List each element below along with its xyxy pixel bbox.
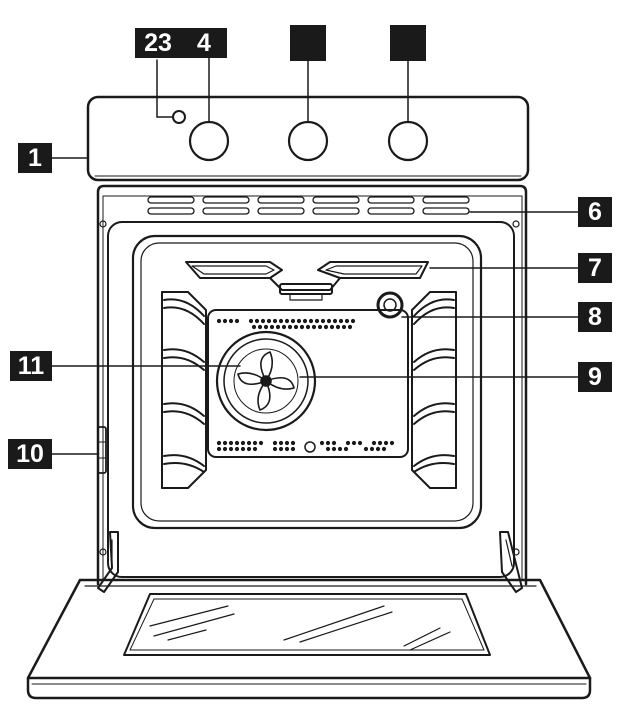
door-latch — [97, 426, 107, 474]
callout-label-4: 4 — [181, 28, 227, 58]
oven-cavity-inner — [140, 242, 474, 522]
oven-door — [26, 578, 592, 700]
callout-label-2-3: 23 — [135, 28, 181, 58]
callout-label-1: 1 — [18, 143, 52, 173]
oven-body-inner-edge — [102, 195, 523, 581]
callout-label-4-text: 4 — [197, 29, 211, 57]
door-glass — [123, 593, 491, 656]
top-heating-element — [185, 261, 429, 301]
right-door-hinge — [499, 531, 523, 593]
indicator-light — [172, 110, 186, 124]
callout-label-9: 9 — [578, 362, 612, 392]
rear-panel-vents-bottom — [216, 440, 395, 452]
timer-knob — [287, 120, 329, 162]
fan-icon — [237, 351, 295, 411]
function-knob — [188, 120, 230, 162]
left-door-hinge — [97, 531, 119, 593]
rear-panel — [207, 309, 409, 458]
rear-panel-vents-top — [216, 318, 356, 330]
callout-square-knob-2 — [290, 25, 326, 61]
oven-body — [96, 184, 528, 586]
callout-label-11: 11 — [10, 351, 52, 381]
callout-label-10: 10 — [8, 439, 52, 469]
oven-lamp — [376, 291, 404, 319]
rear-panel-screw — [304, 441, 316, 453]
oven-cavity — [131, 234, 483, 530]
cooling-vents — [147, 196, 470, 215]
callout-label-6: 6 — [578, 197, 612, 227]
callout-square-knob-3 — [390, 25, 426, 61]
right-shelf-runners — [411, 291, 457, 489]
oven-frame — [107, 221, 515, 578]
left-shelf-runners — [161, 291, 207, 489]
temperature-knob — [387, 120, 429, 162]
callout-label-7: 7 — [578, 253, 612, 283]
callout-label-8: 8 — [578, 302, 612, 332]
fan-cover — [215, 330, 317, 432]
